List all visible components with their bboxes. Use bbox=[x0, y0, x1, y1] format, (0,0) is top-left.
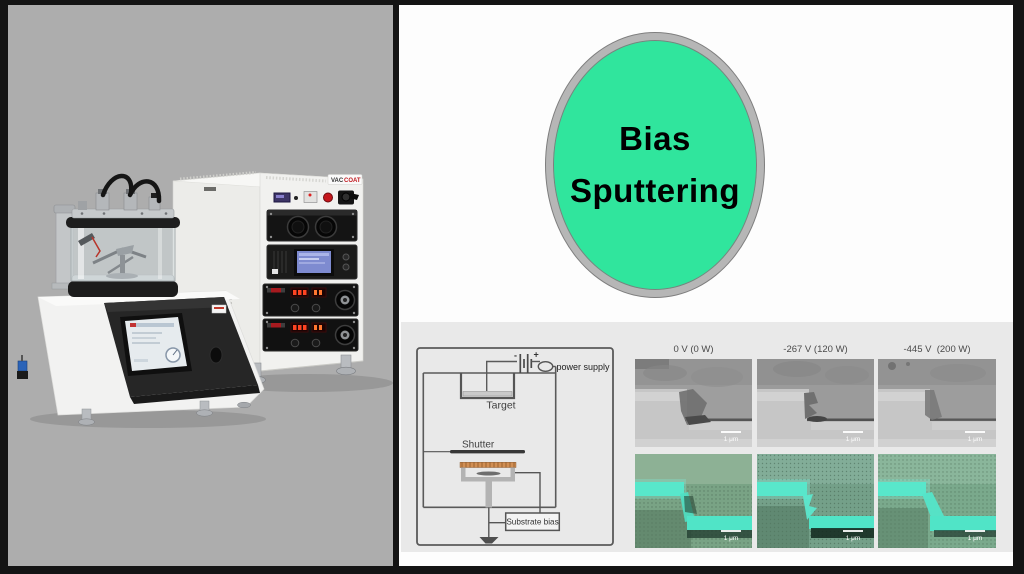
scale-label: 1 μm bbox=[846, 535, 861, 542]
scale-bar bbox=[721, 530, 741, 532]
target-assembly: Target bbox=[459, 373, 516, 412]
brand-suffix: COAT bbox=[344, 178, 361, 184]
holder-stem bbox=[485, 481, 492, 508]
bias-wire bbox=[515, 472, 541, 513]
equipment-photo-panel: VAC COAT bbox=[8, 5, 393, 566]
scale-label: 1 μm bbox=[846, 436, 861, 443]
sem-image-0v-grayscale: 1 μm bbox=[635, 359, 752, 447]
sem-column-0v: 0 V (0 W) bbox=[635, 322, 752, 552]
red-wire bbox=[91, 236, 101, 258]
shutter-label: Shutter bbox=[462, 440, 495, 451]
power-supply-symbol: - + power supply bbox=[486, 350, 611, 391]
scale-label: 1 μm bbox=[724, 436, 739, 443]
scale-bar bbox=[965, 530, 985, 532]
sem-image-445v-grayscale: 1 μm bbox=[878, 359, 996, 447]
coating-band bbox=[635, 482, 684, 496]
lcd-module-button bbox=[272, 269, 278, 274]
brand-prefix: VAC bbox=[331, 178, 344, 184]
rack-control-strip bbox=[273, 190, 359, 205]
coating-band bbox=[757, 482, 807, 496]
coating-band bbox=[878, 482, 926, 496]
controller-readout bbox=[308, 193, 312, 197]
content-panel: Bias Sputtering - + bbox=[399, 5, 1013, 566]
ground-wire bbox=[488, 507, 506, 537]
rf-cables bbox=[100, 173, 162, 204]
chamber-top-rim bbox=[66, 217, 180, 228]
vacuum-chamber bbox=[66, 173, 180, 297]
chamber-bottom-rim bbox=[68, 281, 178, 297]
main-switch bbox=[341, 192, 351, 202]
sem-image-445v-fluorescence: 1 μm bbox=[878, 454, 996, 548]
ground-icon bbox=[479, 537, 499, 544]
mini-display-glyphs bbox=[276, 195, 284, 198]
scale-label: 1 μm bbox=[968, 436, 983, 443]
sem-image-267v-fluorescence: 1 μm bbox=[757, 454, 874, 548]
psu-module-2 bbox=[262, 318, 359, 352]
scale-bar bbox=[843, 431, 863, 433]
rack-brand-logo: VAC COAT bbox=[327, 174, 363, 185]
sputter-head-fittings bbox=[78, 189, 161, 211]
scale-bar bbox=[843, 530, 863, 532]
indicator-dot bbox=[294, 196, 298, 200]
overhang-debris bbox=[679, 389, 709, 425]
side-handle-slot bbox=[204, 187, 216, 191]
substrate-bias-label: Substrate bias bbox=[506, 518, 558, 527]
heater-plate bbox=[459, 462, 517, 468]
substrate-bias-box: Substrate bias bbox=[504, 512, 561, 532]
touchscreen bbox=[120, 313, 192, 376]
target-label: Target bbox=[486, 400, 515, 412]
badge-title-line1: Bias bbox=[619, 120, 691, 157]
sem-label-0v: 0 V (0 W) bbox=[673, 344, 714, 355]
bias-sputtering-badge: Bias Sputtering bbox=[546, 33, 764, 297]
dual-knob-module bbox=[266, 209, 358, 242]
scale-label: 1 μm bbox=[968, 535, 983, 542]
battery-plus-sign: + bbox=[534, 350, 539, 360]
substrate-wafer bbox=[476, 471, 501, 476]
coater-feet bbox=[78, 400, 251, 426]
smooth-step bbox=[925, 390, 942, 420]
figure-panel: - + power supply Target Shutter bbox=[401, 322, 1013, 552]
red-power-button bbox=[323, 192, 333, 203]
equipment-illustration: VAC COAT bbox=[17, 171, 393, 428]
desktop-sputter-coater bbox=[17, 173, 265, 426]
chamber-walls bbox=[422, 366, 557, 509]
sem-image-267v-grayscale: 1 μm bbox=[757, 359, 874, 447]
sem-label-267v: -267 V (120 W) bbox=[783, 344, 848, 355]
psu-module-1 bbox=[262, 283, 359, 317]
switch-lever bbox=[349, 193, 359, 200]
shutter-assembly: Shutter bbox=[423, 440, 525, 454]
scale-label: 1 μm bbox=[724, 535, 739, 542]
target-material bbox=[462, 391, 513, 397]
coater-front-panel bbox=[104, 297, 260, 404]
notched-step bbox=[804, 392, 818, 419]
top-vent-slots-right bbox=[265, 176, 327, 183]
sem-image-0v-fluorescence: 1 μm bbox=[635, 454, 752, 548]
sem-label-445v: -445 V (200 W) bbox=[903, 344, 971, 355]
vacuum-valve bbox=[17, 355, 28, 379]
substrate-holder bbox=[459, 462, 517, 508]
power-supply-icon bbox=[537, 360, 554, 373]
battery-minus-sign: - bbox=[514, 351, 517, 361]
shutter-blade bbox=[450, 450, 525, 454]
sem-column-267v: -267 V (120 W) bbox=[757, 322, 874, 552]
rack-shadow bbox=[223, 374, 393, 392]
schematic-border bbox=[416, 347, 614, 546]
lcd-controller-module bbox=[266, 244, 358, 280]
temp-controller bbox=[303, 191, 318, 203]
scale-bar bbox=[721, 431, 741, 433]
chamber-internals bbox=[78, 233, 147, 279]
coater-top-surface bbox=[38, 291, 240, 306]
badge-title-line2: Sputtering bbox=[570, 172, 740, 209]
scale-bar bbox=[965, 431, 985, 433]
panel-button bbox=[209, 346, 223, 364]
sem-column-445v: -445 V (200 W) bbox=[878, 322, 996, 552]
sputtering-schematic: - + power supply Target Shutter bbox=[416, 347, 614, 546]
top-vent-slots-left bbox=[179, 171, 257, 181]
power-supply-label: power supply bbox=[557, 362, 611, 372]
